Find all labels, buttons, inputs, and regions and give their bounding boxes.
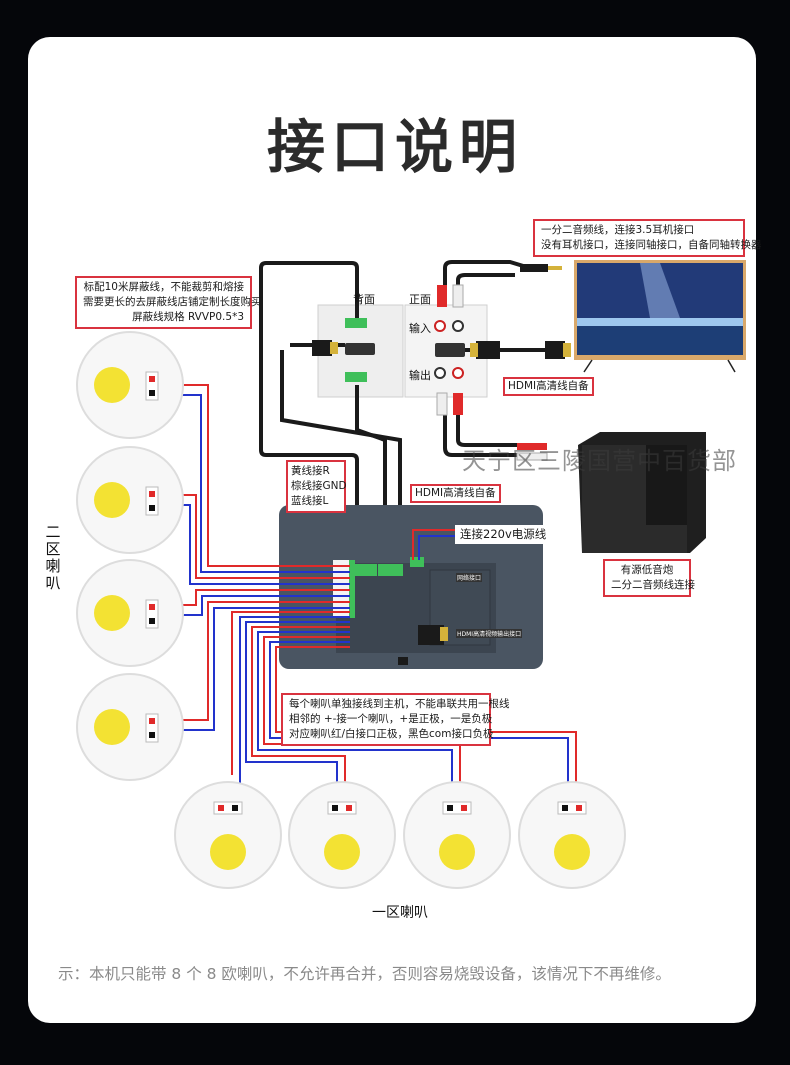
watermark: 天宁区三陵国营中百货部	[462, 447, 737, 475]
wall-panel	[317, 304, 488, 398]
note-line: 连接220v电源线	[460, 527, 547, 541]
note-hdmi-panel: HDMI高清线自备	[503, 377, 594, 396]
tv	[574, 260, 746, 373]
note-line: 有源低音炮	[620, 564, 674, 576]
note-line: 屏蔽线规格 RVVP0.5*3	[132, 311, 244, 323]
note-line: 需要更长的去屏蔽线店铺定制长度购买	[83, 296, 262, 308]
hdmi-plug-left	[312, 340, 332, 356]
note-line: 棕线接GND	[291, 480, 347, 492]
note-line: HDMI高清线自备	[415, 487, 496, 499]
note-line: 标配10米屏蔽线，不能裁剪和熔接	[83, 281, 244, 293]
rca-red-plug	[437, 285, 447, 307]
label-network-port: 网络接口	[456, 573, 483, 582]
label-output: 输出	[409, 369, 431, 382]
zone2-label: 二区喇叭	[45, 523, 61, 592]
note-subwoofer: 有源低音炮 二分二音频线连接	[603, 559, 695, 597]
note-line: 没有耳机接口，连接同轴接口，自备同轴转换器	[541, 239, 762, 251]
page-title: 接口说明	[266, 113, 523, 181]
hdmi-plug-right	[476, 341, 500, 359]
speaker	[76, 673, 184, 781]
rca-white-plug-out	[436, 392, 448, 416]
note-hdmi-host: HDMI高清线自备	[410, 484, 501, 503]
zone1-label: 一区喇叭	[372, 905, 428, 921]
zone2-speakers	[76, 331, 184, 781]
note-line: 一分二音频线，连接3.5耳机接口	[541, 224, 695, 236]
note-line: 黄线接R	[291, 465, 330, 477]
note-shield-cable: 标配10米屏蔽线，不能裁剪和熔接 需要更长的去屏蔽线店铺定制长度购买 屏蔽线规格…	[75, 276, 262, 329]
subwoofer	[578, 432, 706, 553]
speaker	[174, 781, 282, 889]
note-line: 对应喇叭红/白接口正极，黑色com接口负极	[289, 728, 494, 740]
label-hdmi-port: HDMI高清视频输出接口	[456, 629, 523, 638]
rca-white-plug	[452, 284, 464, 308]
speaker	[76, 446, 184, 554]
zone1-wires	[231, 611, 577, 785]
speaker	[403, 781, 511, 889]
label-input: 输入	[409, 322, 431, 335]
note-line: 每个喇叭单独接线到主机，不能串联共用一根线	[289, 698, 510, 710]
note-speaker-wiring: 每个喇叭单独接线到主机，不能串联共用一根线 相邻的 +-接一个喇叭，+是正极，一…	[281, 693, 510, 746]
note-audio-cable: 一分二音频线，连接3.5耳机接口 没有耳机接口，连接同轴接口，自备同轴转换器	[533, 219, 762, 257]
note-wire-colors: 黄线接R 棕线接GND 蓝线接L	[286, 460, 347, 513]
label-front: 正面	[409, 293, 431, 306]
speaker	[518, 781, 626, 889]
speaker	[76, 559, 184, 667]
speaker	[76, 331, 184, 439]
note-line: 二分二音频线连接	[611, 579, 695, 591]
aux-plug	[520, 264, 548, 272]
note-line: HDMI高清线自备	[508, 380, 589, 392]
footer-warning: 示：本机只能带 8 个 8 欧喇叭，不允许再合并，否则容易烧毁设备，该情况下不再…	[58, 965, 671, 983]
label-back: 背面	[353, 293, 375, 306]
zone1-speakers	[174, 781, 626, 889]
speaker	[288, 781, 396, 889]
note-line: 蓝线接L	[291, 495, 329, 507]
note-line: 相邻的 +-接一个喇叭，+是正极，一是负极	[289, 713, 493, 725]
rca-red-plug-out	[453, 393, 463, 415]
note-power: 连接220v电源线	[455, 525, 552, 544]
